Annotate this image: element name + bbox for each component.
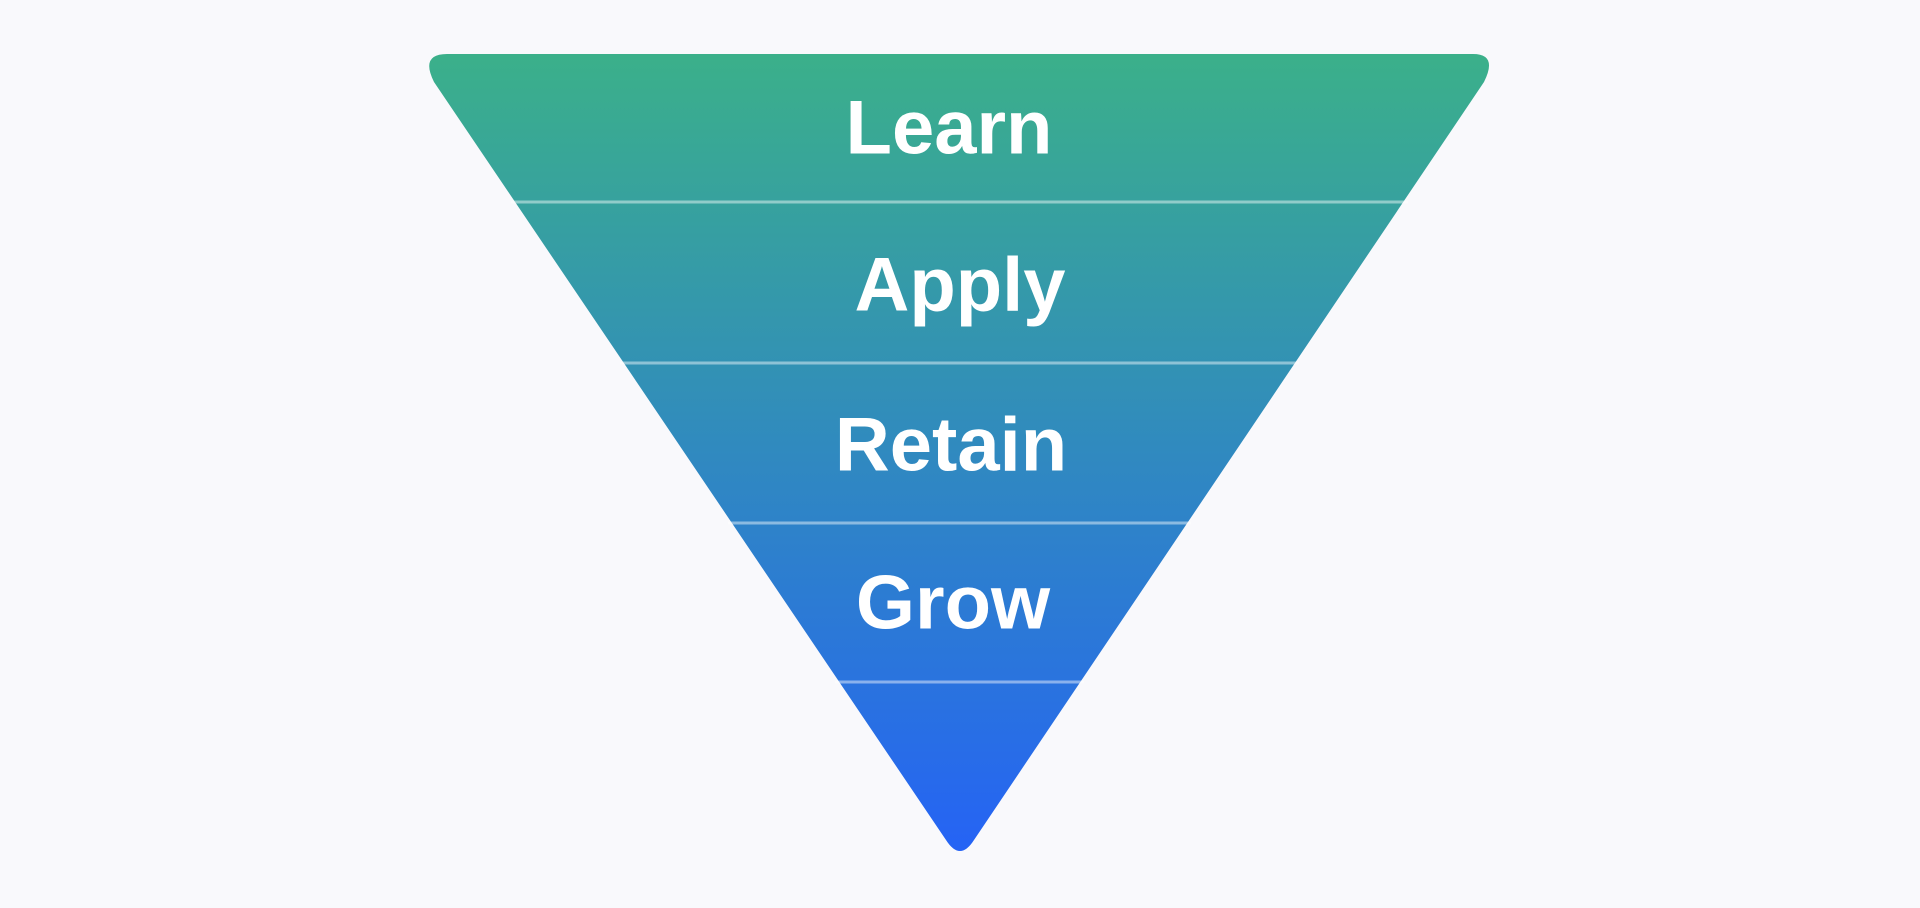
funnel-shape (429, 54, 1490, 851)
stage-label-apply: Apply (854, 243, 1065, 328)
stage-label-learn: Learn (846, 86, 1053, 171)
stage-label-retain: Retain (835, 403, 1067, 488)
stage-label-grow: Grow (856, 561, 1051, 646)
